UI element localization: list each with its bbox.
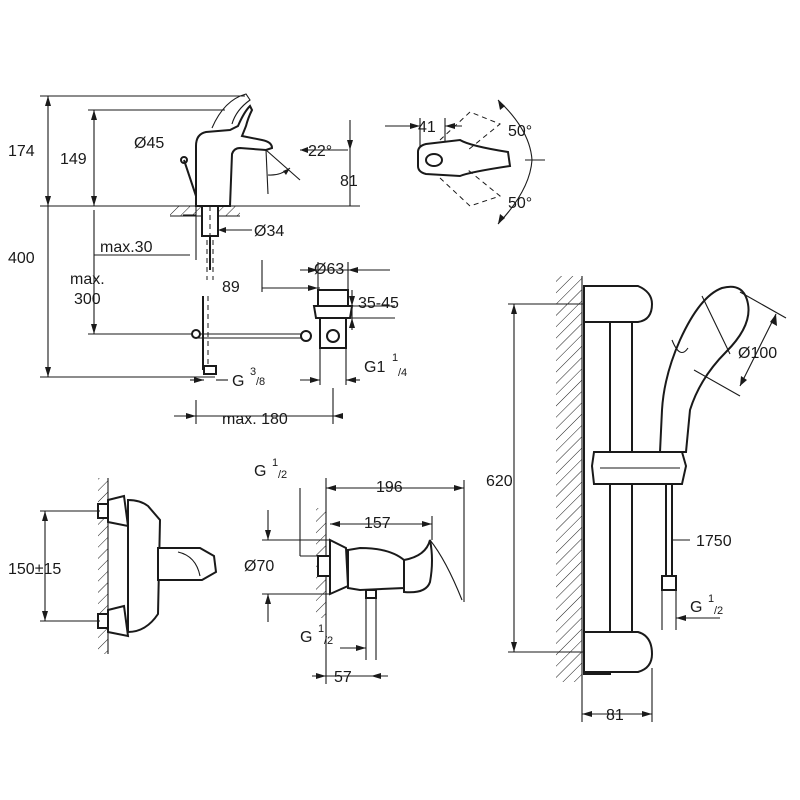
- shower-mixer-front-drawing: [40, 478, 218, 654]
- dim-max30: max.30: [100, 239, 153, 256]
- dim-d100: Ø100: [738, 345, 777, 362]
- dim-157: 157: [364, 515, 391, 532]
- dim-89: 89: [222, 279, 240, 296]
- basin-mixer-drawing: [40, 93, 395, 424]
- dim-81-rail: 81: [606, 707, 624, 724]
- dim-41: 41: [418, 119, 436, 136]
- dim-d45: Ø45: [134, 135, 164, 152]
- dim-150-15: 150±15: [8, 561, 61, 578]
- dim-g12-bottom: G: [300, 629, 312, 646]
- dim-149: 149: [60, 151, 87, 168]
- dim-d34: Ø34: [254, 223, 284, 240]
- shower-rail-drawing: [508, 276, 787, 722]
- dim-81-reach: 81: [340, 173, 358, 190]
- dim-g12-bottom-sub: /2: [324, 635, 333, 647]
- dim-d63: Ø63: [314, 261, 344, 278]
- dim-max180: max. 180: [222, 411, 288, 428]
- dim-g114-sup: 1: [392, 352, 398, 364]
- top-view-drawing: [385, 99, 545, 225]
- dim-57: 57: [334, 669, 352, 686]
- dim-g38-sub: /8: [256, 376, 265, 388]
- dim-50deg-up: 50°: [508, 123, 532, 140]
- shower-mixer-side-drawing: [262, 478, 465, 684]
- dim-1750: 1750: [696, 533, 732, 550]
- dim-g12-top-sup: 1: [272, 457, 278, 469]
- dim-g12-rail-sub: /2: [714, 605, 723, 617]
- dim-max-label: max.: [70, 271, 105, 288]
- dim-g12-top-sub: /2: [278, 469, 287, 481]
- dim-g38-sup: 3: [250, 366, 256, 378]
- dim-196: 196: [376, 479, 403, 496]
- dim-g12-rail-sup: 1: [708, 593, 714, 605]
- dim-174: 174: [8, 143, 35, 160]
- dim-35-45: 35-45: [358, 295, 399, 312]
- dim-g114-sub: /4: [398, 367, 407, 379]
- dim-620: 620: [486, 473, 513, 490]
- dim-g12-bottom-sup: 1: [318, 623, 324, 635]
- dim-400: 400: [8, 250, 35, 267]
- dim-g38: G: [232, 373, 244, 390]
- dim-50deg-down: 50°: [508, 195, 532, 212]
- dim-g114: G1: [364, 359, 385, 376]
- dim-g12-rail: G: [690, 599, 702, 616]
- dim-22deg: 22°: [308, 143, 332, 160]
- dim-300: 300: [74, 291, 101, 308]
- dim-d70: Ø70: [244, 558, 274, 575]
- dim-g12-top: G: [254, 463, 266, 480]
